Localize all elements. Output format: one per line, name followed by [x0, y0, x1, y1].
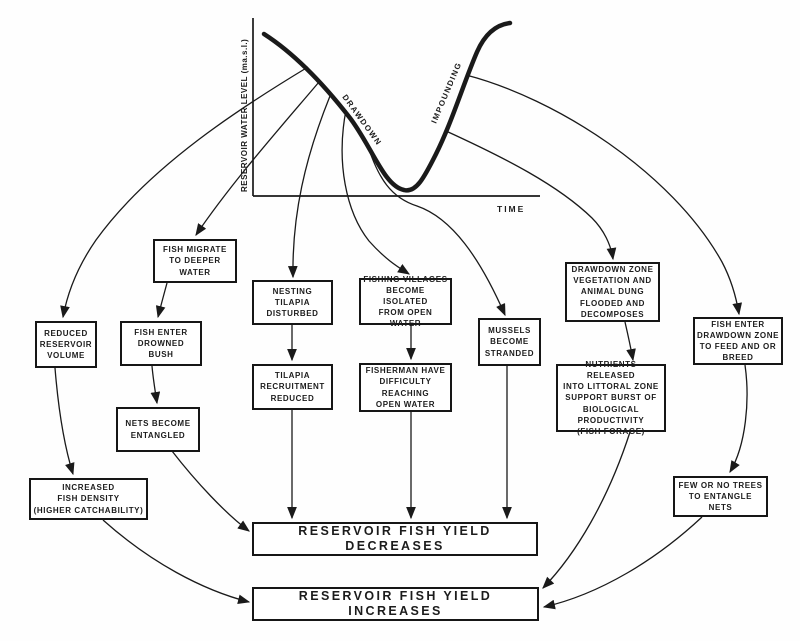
node-fish-enter-drawdown-zone: FISH ENTER DRAWDOWN ZONE TO FEED AND OR …: [693, 317, 783, 365]
node-few-or-no-trees: FEW OR NO TREES TO ENTANGLE NETS: [673, 476, 768, 517]
water-level-curve: [261, 20, 513, 193]
node-reduced-reservoir-volume: REDUCED RESERVOIR VOLUME: [35, 321, 97, 368]
node-fish-migrate-deeper-water: FISH MIGRATE TO DEEPER WATER: [153, 239, 237, 283]
node-nesting-tilapia-disturbed: NESTING TILAPIA DISTURBED: [252, 280, 333, 325]
edge-density-to-increases: [102, 519, 251, 605]
edge-curve-to-villages: [341, 109, 411, 275]
edge-fewtrees-to-increases: [542, 516, 703, 610]
edge-curve-to-mussels: [365, 139, 506, 317]
edge-curve-to-reduced-volume: [60, 66, 309, 319]
edge-curve-to-fish-migrate: [195, 81, 320, 237]
node-tilapia-recruitment-reduced: TILAPIA RECRUITMENT REDUCED: [252, 364, 333, 410]
node-reservoir-fish-yield-increases: RESERVOIR FISH YIELD INCREASES: [252, 587, 539, 621]
edge-curve-to-nesting: [287, 95, 331, 279]
node-fish-enter-drowned-bush: FISH ENTER DROWNED BUSH: [120, 321, 202, 366]
edge-reduced-to-density: [54, 367, 75, 476]
node-nutrients-released: NUTRIENTS RELEASED INTO LITTORAL ZONE SU…: [556, 360, 666, 436]
node-nets-become-entangled: NETS BECOME ENTANGLED: [116, 407, 200, 452]
edge-fishdz-to-fewtrees: [729, 364, 748, 474]
node-mussels-stranded: MUSSELS BECOME STRANDED: [478, 318, 541, 366]
node-increased-fish-density: INCREASED FISH DENSITY (HIGHER CATCHABIL…: [29, 478, 148, 520]
edge-ddz-to-nutrients: [624, 321, 636, 362]
edge-nets-to-decreases: [171, 450, 250, 532]
impounding-curve-label: IMPOUNDING: [430, 61, 464, 125]
node-reservoir-fish-yield-decreases: RESERVOIR FISH YIELD DECREASES: [252, 522, 538, 556]
edge-bush-to-nets: [150, 365, 161, 405]
x-axis-label: TIME: [497, 204, 525, 214]
node-fishing-villages-isolated: FISHING VILLAGES BECOME ISOLATED FROM OP…: [359, 275, 452, 328]
node-fisherman-difficulty: FISHERMAN HAVE DIFFICULTY REACHING OPEN …: [359, 363, 452, 412]
edge-curve-to-drawdown-zone: [445, 130, 617, 261]
edge-nutrients-to-increases: [542, 431, 631, 589]
y-axis-label: RESERVOIR WATER LEVEL (ma.s.l.): [240, 39, 249, 192]
edge-migrate-to-bush: [155, 282, 168, 319]
node-drawdown-zone-vegetation: DRAWDOWN ZONE VEGETATION AND ANIMAL DUNG…: [565, 262, 660, 322]
water-level-graph: [252, 18, 540, 197]
edge-curve-to-fish-enter-dz: [465, 74, 743, 316]
